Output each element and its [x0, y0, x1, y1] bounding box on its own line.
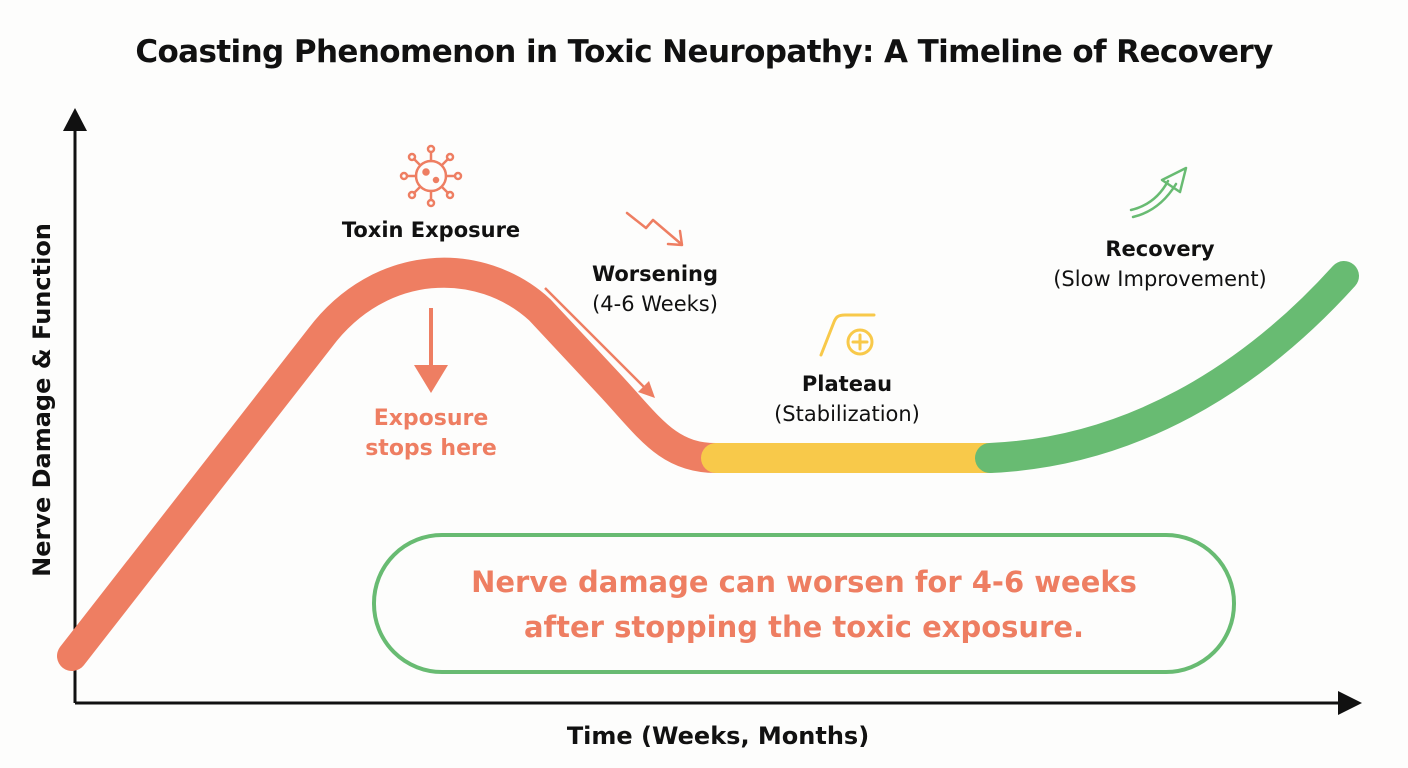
axes	[63, 108, 1362, 715]
page-title: Coasting Phenomenon in Toxic Neuropathy:…	[135, 34, 1273, 70]
worsening-sublabel: (4-6 Weeks)	[592, 292, 718, 316]
toxin-exposure-label: Toxin Exposure	[342, 218, 520, 242]
exposure-stops-label-line2: stops here	[365, 436, 497, 461]
callout-line2: after stopping the toxic exposure.	[524, 610, 1084, 644]
diagonal-down-arrow-icon	[544, 287, 655, 398]
plateau-sublabel: (Stabilization)	[774, 402, 920, 426]
callout-line1: Nerve damage can worsen for 4-6 weeks	[471, 565, 1137, 599]
plateau-plus-icon	[819, 313, 876, 357]
timeline-curve	[57, 257, 1359, 671]
recovery-label: Recovery	[1105, 237, 1215, 261]
y-axis-arrowhead	[63, 108, 87, 131]
recovery-sublabel: (Slow Improvement)	[1053, 267, 1267, 291]
zigzag-down-arrow-icon	[625, 211, 684, 247]
exposure-stops-label-line1: Exposure	[374, 406, 489, 431]
x-axis-arrowhead	[1338, 691, 1362, 715]
curved-up-arrow-icon	[1129, 166, 1188, 219]
plateau-label: Plateau	[802, 372, 892, 396]
x-axis-label: Time (Weeks, Months)	[567, 722, 869, 750]
worsening-curve-segment	[57, 257, 731, 671]
worsening-label: Worsening	[592, 262, 718, 286]
virus-icon	[399, 144, 463, 208]
y-axis-label: Nerve Damage & Function	[28, 223, 56, 577]
callout-box	[372, 533, 1236, 674]
arrow-down-icon	[414, 308, 448, 393]
recovery-curve-segment	[975, 261, 1359, 473]
